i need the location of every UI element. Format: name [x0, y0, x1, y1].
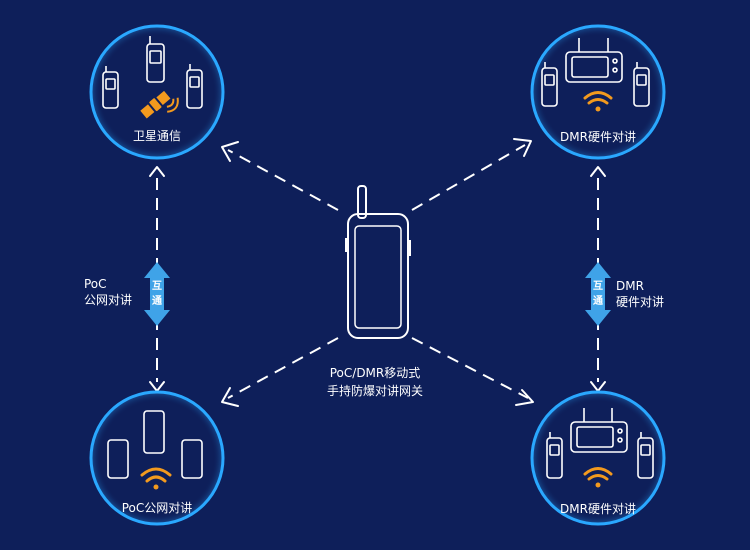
- link-label-left: PoC 公网对讲: [84, 276, 132, 308]
- node-label-dmr-top: DMR硬件对讲: [560, 130, 636, 144]
- walkie-talkie-icon: [186, 64, 203, 109]
- interop-arrow-left: [144, 262, 170, 326]
- wifi-icon: [583, 91, 613, 112]
- node-top-right: [530, 24, 666, 160]
- base-station-icon: [565, 38, 623, 83]
- interop-right-char1: 互: [593, 281, 603, 292]
- walkie-talkie-icon: [541, 62, 558, 107]
- device-body: [347, 213, 409, 339]
- node-label-dmr-bottom: DMR硬件对讲: [560, 502, 636, 516]
- connection-lines: [156, 144, 599, 399]
- link-label-left-line1: PoC: [84, 277, 107, 291]
- node-label-poc: PoC公网对讲: [121, 501, 193, 515]
- interop-left-char2: 通: [152, 296, 162, 307]
- node-bottom-right: [530, 390, 666, 526]
- link-label-right: DMR 硬件对讲: [616, 278, 664, 310]
- arrow-heads: [149, 138, 606, 407]
- device-antenna: [357, 185, 367, 219]
- link-center-top-right: [411, 144, 526, 211]
- device-screen: [354, 225, 402, 329]
- smartphone-icon: [143, 410, 165, 454]
- link-center-top-left: [227, 149, 339, 211]
- walkie-talkie-icon: [102, 66, 119, 109]
- walkie-talkie-icon: [633, 62, 650, 107]
- arrow-head-bottom-right: [515, 389, 534, 406]
- node-label-satellite: 卫星通信: [132, 129, 182, 143]
- center-label-line2: 手持防爆对讲网关: [326, 384, 424, 398]
- interop-label-right: 互 通: [592, 279, 604, 309]
- smartphone-icon: [181, 439, 203, 479]
- node-top-left: [89, 24, 225, 160]
- arrow-head-left-up: [149, 166, 165, 177]
- link-label-right-line1: DMR: [616, 279, 644, 293]
- arrow-head-right-up: [590, 166, 606, 177]
- interop-left-char1: 互: [152, 281, 162, 292]
- node-bottom-left: [89, 390, 225, 526]
- wifi-icon: [140, 467, 172, 490]
- link-label-left-line2: 公网对讲: [84, 293, 133, 307]
- walkie-talkie-icon: [637, 432, 654, 479]
- wifi-icon: [583, 467, 613, 488]
- arrow-head-left-down: [149, 381, 165, 392]
- satellite-icon: [140, 90, 179, 119]
- center-device: [345, 185, 411, 339]
- arrow-head-top-right: [513, 138, 532, 157]
- interop-right-char2: 通: [593, 296, 603, 307]
- link-label-right-line2: 硬件对讲: [616, 295, 665, 309]
- arrow-head-bottom-left: [221, 387, 239, 407]
- center-device-label: PoC/DMR移动式 手持防爆对讲网关: [327, 364, 423, 400]
- smartphone-icon: [107, 439, 129, 479]
- arrow-head-top-left: [221, 141, 239, 162]
- center-label-line1: PoC/DMR移动式: [329, 366, 421, 380]
- link-center-bottom-right: [411, 337, 529, 399]
- arrow-head-right-down: [590, 381, 606, 392]
- base-station-icon: [570, 408, 628, 453]
- link-center-bottom-left: [227, 337, 339, 399]
- walkie-talkie-icon: [146, 36, 165, 83]
- interop-arrow-right: [585, 262, 611, 326]
- walkie-talkie-icon: [546, 432, 563, 479]
- interop-label-left: 互 通: [151, 279, 163, 309]
